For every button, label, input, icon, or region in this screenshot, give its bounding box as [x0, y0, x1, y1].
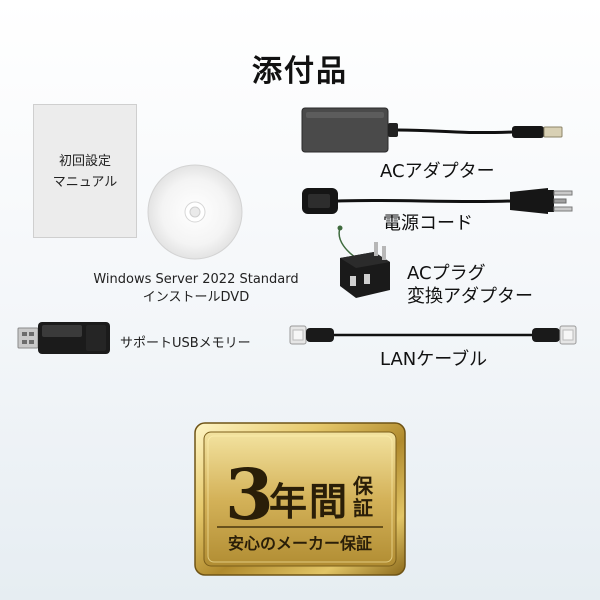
- dvd-disc-icon: [147, 164, 243, 260]
- badge-year: 年: [269, 479, 307, 524]
- dvd-label-line2: インストールDVD: [142, 290, 250, 305]
- power-cord-label: 電源コード: [383, 213, 473, 234]
- manual-booklet: 初回設定 マニュアル: [33, 104, 137, 238]
- manual-label-line1: 初回設定: [58, 154, 111, 169]
- usb-memory-icon: [17, 322, 110, 354]
- lan-cable-label: LANケーブル: [380, 349, 488, 370]
- manual-label-line2: マニュアル: [52, 175, 118, 190]
- ac-adapter-icon: [301, 107, 563, 153]
- plug-adapter-icon: [337, 225, 390, 298]
- badge-number: 3: [225, 453, 274, 536]
- dvd-label: Windows Server 2022 Standard インストールDVD: [80, 271, 312, 307]
- page-title: 添付品: [252, 54, 348, 89]
- usb-label: サポートUSBメモリー: [120, 336, 251, 351]
- power-cord-icon: [302, 188, 573, 214]
- warranty-badge: 3 年 間 保 証 安心のメーカー保証: [194, 422, 406, 576]
- plug-adapter-label-line2: 変換アダプター: [407, 286, 533, 307]
- badge-subtitle: 安心のメーカー保証: [228, 534, 372, 553]
- lan-cable-icon: [289, 325, 577, 345]
- dvd-label-line1: Windows Server 2022 Standard: [93, 272, 299, 287]
- ac-adapter-label: ACアダプター: [380, 161, 495, 182]
- plug-adapter-label: ACプラグ 変換アダプター: [407, 262, 533, 308]
- badge-interval: 間: [309, 479, 347, 524]
- badge-hosho-bottom: 証: [353, 496, 373, 520]
- manual-label: 初回設定 マニュアル: [34, 151, 136, 193]
- badge-hosho-top: 保: [352, 474, 374, 498]
- plug-adapter-label-line1: ACプラグ: [407, 263, 486, 284]
